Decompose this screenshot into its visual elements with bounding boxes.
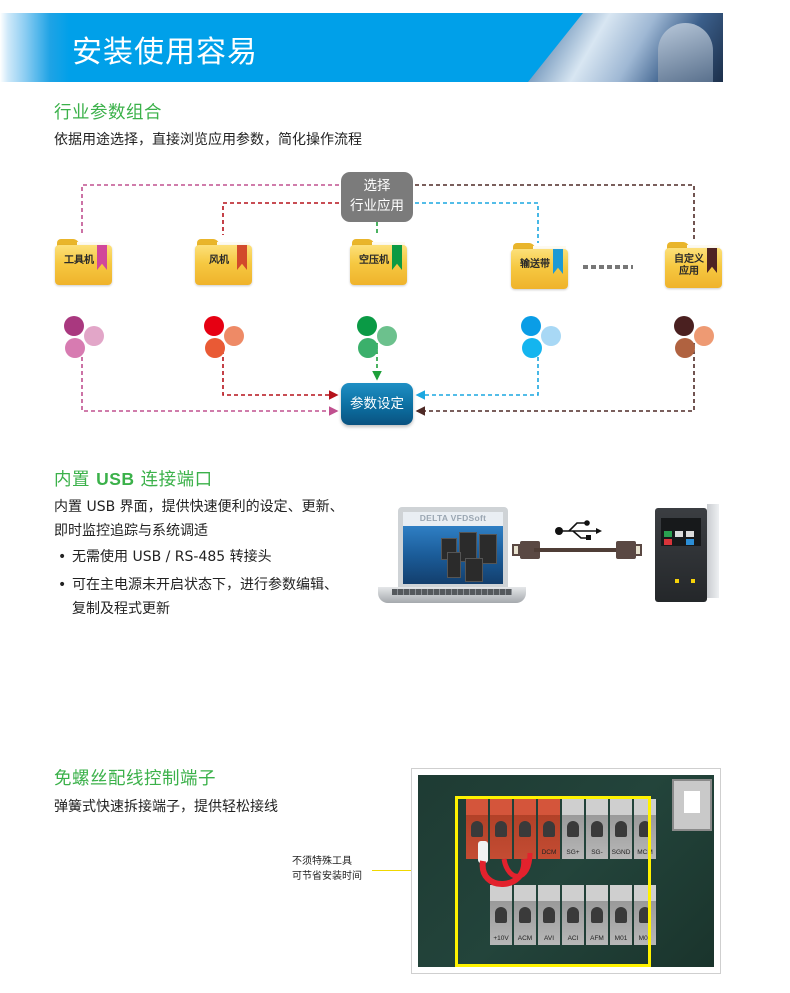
folder-conveyor: 输送带	[511, 243, 568, 289]
param-dots-compressor	[357, 316, 401, 360]
param-dots-machine-tool	[64, 316, 108, 360]
terminal-block-photo: DCM SG+ SG- SGND MCM +10V ACM AVI ACI AFM M01 M02	[418, 775, 714, 967]
bullet-item: 可在主电源未开启状态下，进行参数编辑、	[58, 573, 338, 597]
folder-label: 输送带	[520, 259, 550, 270]
terminal-label: ACI	[567, 935, 579, 942]
section-title-industry-params: 行业参数组合	[54, 103, 162, 123]
section-title-screwless: 免螺丝配线控制端子	[54, 769, 216, 789]
terminal-label: M01	[614, 935, 628, 942]
industry-flow-diagram: 选择 行业应用 工具机 风机 空压机 输送带 自定义 应用	[40, 165, 740, 430]
jumper-wire	[478, 841, 533, 887]
select-label-line1: 选择	[363, 178, 391, 194]
param-setting-box: 参数设定	[341, 383, 413, 425]
terminal	[514, 799, 536, 859]
terminal-label: SG+	[566, 849, 580, 856]
terminal-label: MCM	[637, 849, 653, 856]
usb-icon	[555, 520, 602, 540]
terminal: AFM	[586, 885, 608, 945]
param-dots-conveyor	[521, 316, 565, 360]
folder-label: 风机	[209, 255, 229, 266]
line-machine-tool-bottom	[81, 343, 339, 416]
folder-compressor: 空压机	[350, 239, 407, 285]
param-dots-fan	[204, 316, 248, 360]
terminal-label: AFM	[590, 935, 604, 942]
folder-machine-tool: 工具机	[55, 239, 112, 285]
section-title-usb: 内置 USB 连接端口	[54, 469, 213, 490]
ellipsis-dots	[583, 265, 633, 269]
line-fan-top	[222, 202, 339, 235]
select-label-line2: 行业应用	[350, 198, 404, 214]
laptop-image: DELTA VFDSoft	[378, 505, 526, 610]
finger-image	[658, 23, 713, 82]
usb-desc-line2: 即时监控追踪与系统调适	[54, 523, 208, 539]
callout-text: 不须特殊工具 可节省安装时间	[292, 854, 362, 884]
terminal-label: M02	[638, 935, 652, 942]
callout-line1: 不须特殊工具	[292, 856, 352, 867]
terminal-label: ACM	[517, 935, 533, 942]
usb-cable	[512, 539, 644, 561]
line-conveyor-top	[415, 202, 539, 243]
terminal-label: DCM	[541, 849, 557, 856]
terminal: SG+	[562, 799, 584, 859]
terminal-label: SG-	[591, 849, 603, 856]
folder-label: 工具机	[64, 255, 94, 266]
terminal-label: SGND	[611, 849, 631, 856]
terminal: +10V	[490, 885, 512, 945]
usb-desc-line1: 内置 USB 界面，提供快速便利的设定、更新、	[54, 499, 344, 515]
terminal-label: AVI	[544, 935, 554, 942]
bottom-terminal-row: +10V ACM AVI ACI AFM M01 M02	[490, 885, 658, 945]
ac-drive-image	[655, 504, 720, 604]
highlight-box	[455, 796, 651, 967]
terminal: DCM	[538, 799, 560, 859]
terminal-photo-frame: DCM SG+ SG- SGND MCM +10V ACM AVI ACI AFM M01 M02	[411, 768, 721, 974]
line-conveyor-bottom	[415, 343, 539, 400]
terminal-label: +10V	[493, 935, 509, 942]
usb-bullet-list: 无需使用 USB / RS-485 转接头 可在主电源未开启状态下，进行参数编辑…	[58, 545, 338, 621]
folder-label: 空压机	[359, 255, 389, 266]
folder-fan: 风机	[195, 239, 252, 285]
folder-label: 自定义 应用	[674, 254, 704, 277]
line-custom-top	[415, 184, 695, 241]
param-dots-custom	[674, 316, 718, 360]
section-desc-industry-params: 依据用途选择，直接浏览应用参数，简化操作流程	[54, 132, 362, 148]
select-industry-box: 选择 行业应用	[341, 172, 413, 222]
terminal	[490, 799, 512, 859]
section-desc-usb: 内置 USB 界面，提供快速便利的设定、更新、 即时监控追踪与系统调适	[54, 495, 344, 543]
bookmark-icon	[97, 245, 107, 270]
terminal: AVI	[538, 885, 560, 945]
connector-lines	[81, 184, 695, 416]
bookmark-icon	[237, 245, 247, 270]
page-banner: 安装使用容易	[0, 13, 723, 82]
vfdsoft-screen: DELTA VFDSoft	[403, 512, 503, 584]
line-fan-bottom	[222, 343, 339, 400]
terminal: M01	[610, 885, 632, 945]
banner-title: 安装使用容易	[72, 35, 258, 70]
bullet-item: 无需使用 USB / RS-485 转接头	[58, 545, 338, 569]
line-custom-bottom	[415, 343, 695, 416]
terminal: ACM	[514, 885, 536, 945]
terminal: ACI	[562, 885, 584, 945]
usb-port-image	[672, 779, 712, 831]
callout-line2: 可节省安装时间	[292, 871, 362, 882]
banner-photo	[528, 13, 723, 82]
bookmark-icon	[553, 249, 563, 274]
terminal: SGND	[610, 799, 632, 859]
bookmark-icon	[392, 245, 402, 270]
bullet-item-continuation: 复制及程式更新	[72, 601, 170, 617]
section-desc-screwless: 弹簧式快速拆接端子，提供轻松接线	[54, 799, 278, 815]
folder-custom: 自定义 应用	[665, 242, 722, 288]
software-name: DELTA VFDSoft	[419, 513, 487, 523]
bookmark-icon	[707, 248, 717, 273]
terminal: SG-	[586, 799, 608, 859]
line-machine-tool-top	[81, 184, 339, 235]
